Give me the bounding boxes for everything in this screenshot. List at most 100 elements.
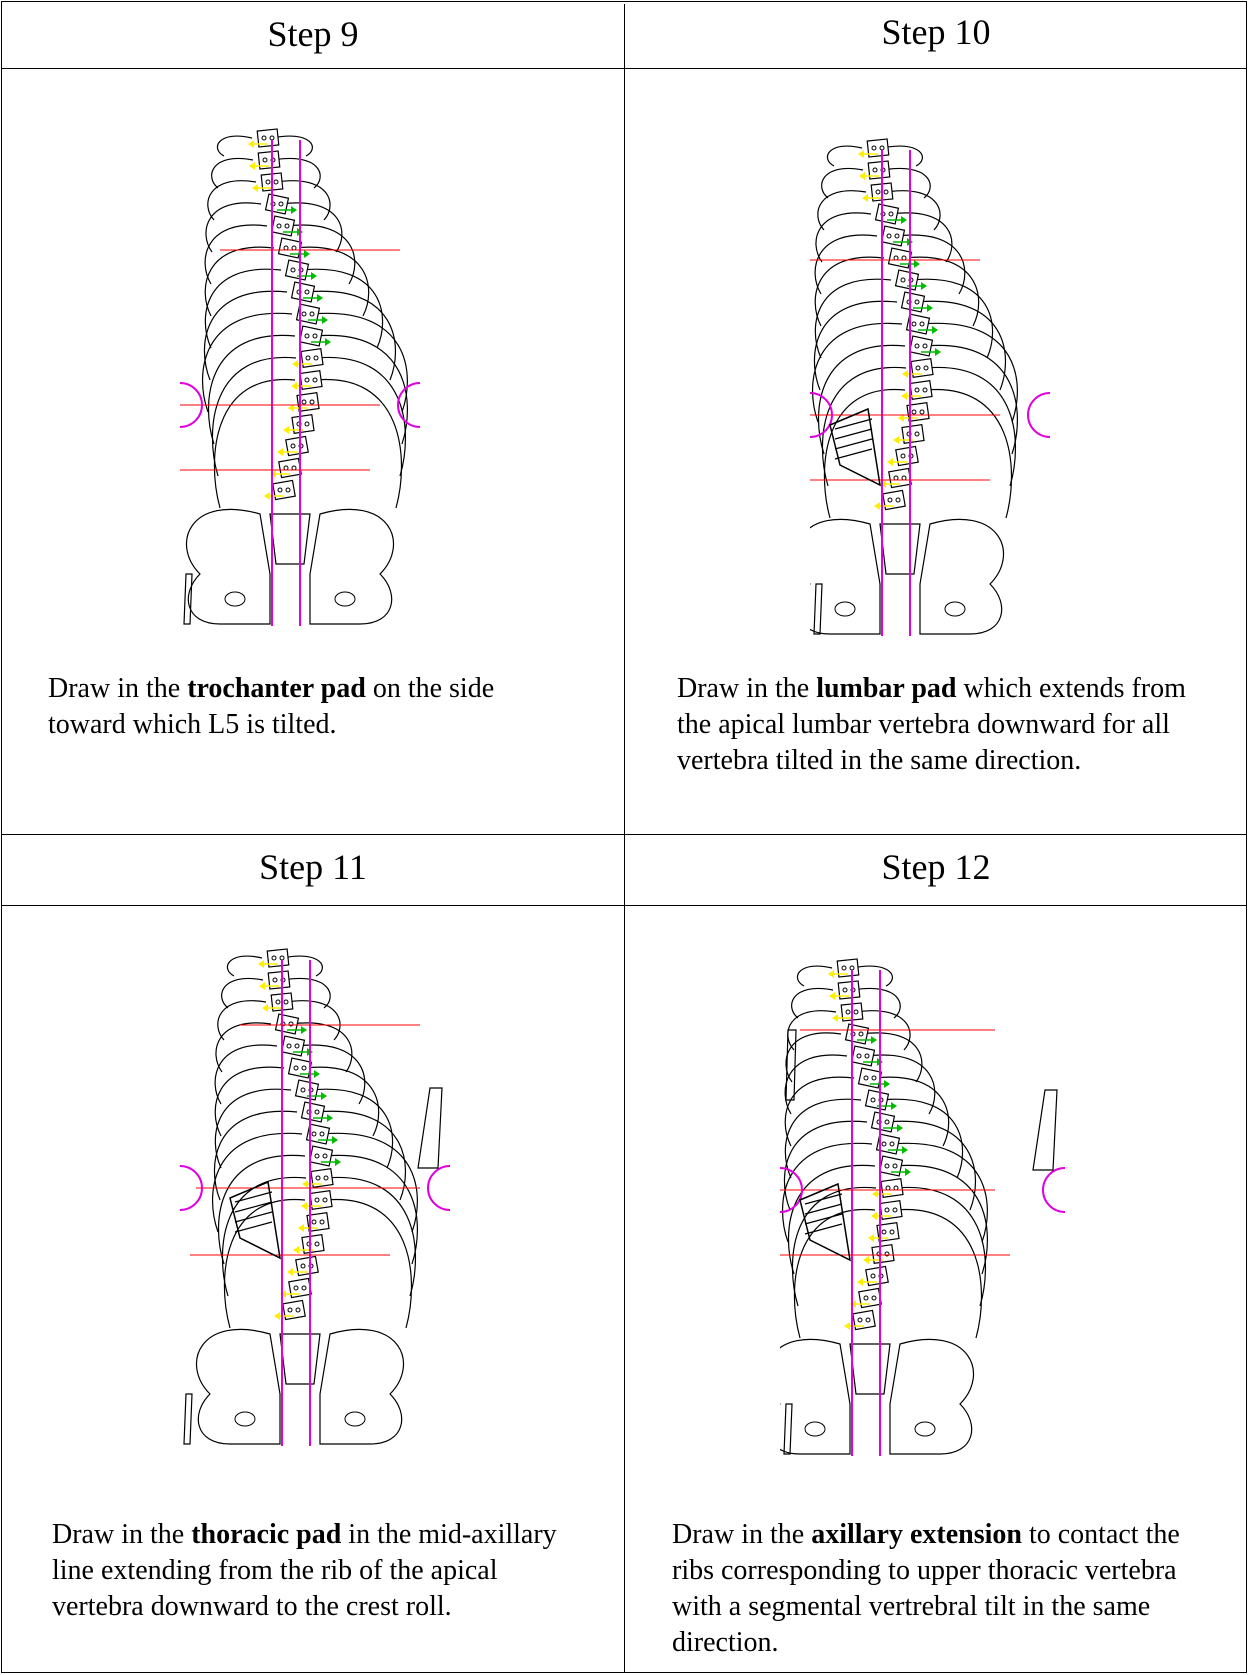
tilt-left-arrow (248, 140, 254, 148)
vertebra (859, 1068, 882, 1088)
obturator-foramen (225, 592, 245, 606)
caption-text: Draw in the (672, 1519, 811, 1550)
tilt-left-arrow (863, 1256, 869, 1264)
lumbar-pad-hatch (835, 429, 872, 439)
obturator-foramen (335, 592, 355, 606)
tilt-left-arrow (283, 426, 289, 434)
tilt-right-arrow (301, 1026, 307, 1034)
tilt-right-arrow (927, 304, 933, 312)
rib-left (813, 323, 902, 422)
step-9-caption: Draw in the trochanter pad on the side t… (48, 671, 578, 743)
lumbar-pad-hatch (235, 1202, 272, 1212)
vertebra (880, 1156, 903, 1176)
step-9-spine-diagram (180, 120, 420, 635)
tilt-left-arrow (252, 184, 258, 192)
caption-bold-term: thoracic pad (191, 1519, 341, 1550)
rib-left (203, 313, 292, 412)
rib-left (208, 181, 256, 220)
rib-left (215, 1067, 284, 1136)
obturator-foramen (915, 1422, 935, 1436)
tilt-right-arrow (914, 260, 920, 268)
tilt-right-arrow (932, 326, 938, 334)
tilt-left-arrow (872, 1190, 878, 1198)
rib-left (818, 191, 866, 230)
tilt-right-arrow (317, 294, 323, 302)
rib-left (213, 1133, 302, 1232)
tilt-left-arrow (249, 162, 255, 170)
vertebra (286, 260, 309, 280)
tilt-right-arrow (314, 1070, 320, 1078)
tilt-left-arrow (858, 150, 864, 158)
vertebra (302, 1102, 325, 1122)
tilt-right-arrow (897, 1124, 903, 1132)
tilt-left-arrow (262, 1004, 268, 1012)
pelvis-right (310, 509, 394, 624)
vertebra (852, 1046, 875, 1066)
caption-text: Draw in the (677, 673, 816, 704)
caption-bold-term: axillary extension (811, 1519, 1022, 1550)
vertebra (279, 238, 302, 258)
row-divider (1, 905, 1247, 906)
tilt-right-arrow (335, 1158, 341, 1166)
vertebra (289, 1058, 312, 1078)
pelvis-right (920, 519, 1004, 634)
tilt-right-arrow (891, 1102, 897, 1110)
rib-left (792, 988, 833, 1018)
crest-roll-right (1043, 1168, 1065, 1212)
pelvis-left (197, 1329, 281, 1444)
pelvis-left (187, 509, 271, 624)
rib-left (217, 136, 252, 156)
tilt-right-arrow (325, 338, 331, 346)
vertebra (889, 248, 912, 268)
row-divider (1, 68, 1247, 69)
tilt-left-arrow (829, 992, 835, 1000)
rib-right (315, 379, 401, 508)
tilt-right-arrow (321, 1092, 327, 1100)
caption-text: Draw in the (48, 673, 187, 704)
tilt-right-arrow (884, 1080, 890, 1088)
sacrum (850, 1344, 890, 1394)
tilt-left-arrow (832, 1014, 838, 1022)
rib-right (325, 1199, 411, 1328)
tilt-left-arrow (258, 960, 264, 968)
vertebra (866, 1090, 889, 1110)
vertebra (310, 1146, 333, 1166)
vertebra (846, 1024, 869, 1044)
rib-left (222, 978, 263, 1008)
rib-left (815, 235, 877, 294)
rib-left (215, 1045, 277, 1104)
axillary-extension (786, 1030, 796, 1100)
vertebra (882, 226, 905, 246)
vertebra (266, 194, 289, 214)
tilt-left-arrow (868, 1234, 874, 1242)
lumbar-pad-hatch (835, 449, 872, 459)
tilt-left-arrow (264, 492, 270, 500)
tilt-left-arrow (287, 1268, 293, 1276)
rib-left (815, 257, 884, 326)
rib-left (212, 357, 296, 476)
tilt-left-arrow (259, 982, 265, 990)
lumbar-pad (800, 1184, 850, 1260)
vertebra (272, 216, 295, 236)
caption-bold-term: lumbar pad (816, 673, 956, 704)
step-11-spine-diagram (180, 940, 450, 1475)
vertebra (296, 1080, 319, 1100)
step-9-title: Step 9 (2, 14, 624, 54)
lumbar-pad (230, 1182, 280, 1258)
rib-left (822, 367, 906, 486)
rib-left (783, 1143, 872, 1242)
rib-left (792, 1187, 876, 1306)
lumbar-pad-hatch (835, 439, 872, 449)
obturator-foramen (235, 1412, 255, 1426)
rib-left (822, 168, 863, 198)
tilt-left-arrow (862, 194, 868, 202)
step-11-caption: Draw in the thoracic pad in the mid-axil… (52, 1517, 592, 1625)
tilt-left-arrow (871, 1212, 877, 1220)
rib-left (212, 158, 253, 188)
vertebra (876, 204, 899, 224)
rib-right (925, 389, 1011, 518)
step-11-title: Step 11 (2, 847, 624, 887)
crest-roll-right (428, 1166, 450, 1210)
caption-bold-term: trochanter pad (187, 673, 366, 704)
vertebra (300, 326, 323, 346)
